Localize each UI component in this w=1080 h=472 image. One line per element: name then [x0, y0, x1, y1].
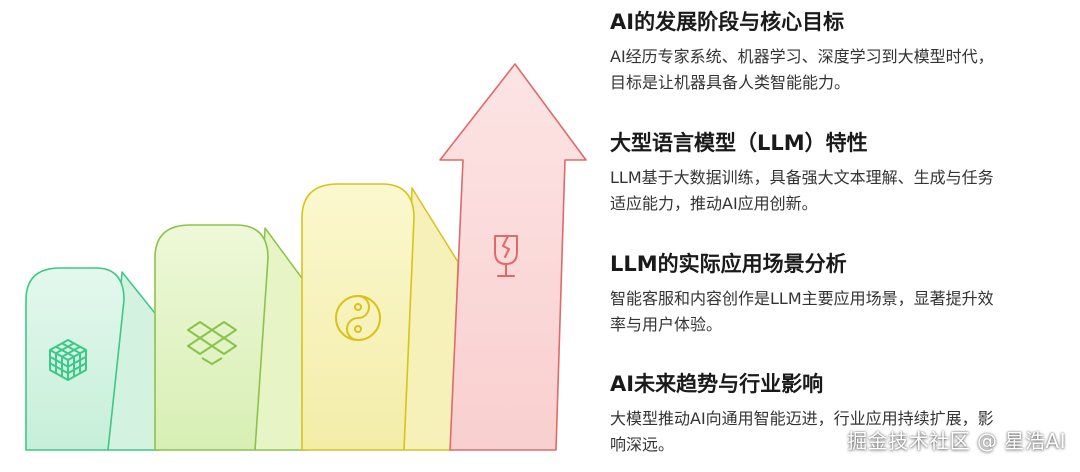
step-2-block	[154, 224, 269, 451]
info-item-4-title: AI未来趋势与行业影响	[610, 372, 824, 396]
info-item-1-desc: AI经历专家系统、机器学习、深度学习到大模型时代，目标是让机器具备人类智能能力。	[610, 47, 994, 92]
staircase-arrow-diagram	[25, 63, 587, 451]
info-item-1: AI的发展阶段与核心目标 AI经历专家系统、机器学习、深度学习到大模型时代，目标…	[610, 8, 1060, 96]
step-4-arrow	[439, 63, 587, 451]
info-item-4-desc: 大模型推动AI向通用智能迈进，行业应用持续扩展，影响深远。	[610, 409, 994, 454]
info-item-3-desc: 智能客服和内容创作是LLM主要应用场景，显著提升效率与用户体验。	[610, 289, 994, 334]
broken-glass-icon	[494, 235, 518, 277]
dropbox-icon	[187, 321, 237, 365]
info-item-2-title: 大型语言模型（LLM）特性	[610, 131, 868, 155]
info-item-4: AI未来趋势与行业影响 大模型推动AI向通用智能迈进，行业应用持续扩展，影响深远…	[610, 370, 1060, 458]
yin-yang-icon	[335, 295, 381, 341]
watermark: 掘金技术社区 @ 星浩AI	[847, 429, 1066, 453]
info-item-1-title: AI的发展阶段与核心目标	[610, 10, 845, 34]
info-item-3-title: LLM的实际应用场景分析	[610, 252, 847, 276]
info-item-3: LLM的实际应用场景分析 智能客服和内容创作是LLM主要应用场景，显著提升效率与…	[610, 250, 1060, 338]
info-item-2: 大型语言模型（LLM）特性 LLM基于大数据训练，具备强大文本理解、生成与任务适…	[610, 129, 1060, 217]
cube-grid-icon	[49, 339, 87, 381]
info-item-2-desc: LLM基于大数据训练，具备强大文本理解、生成与任务适应能力，推动AI应用创新。	[610, 168, 994, 213]
